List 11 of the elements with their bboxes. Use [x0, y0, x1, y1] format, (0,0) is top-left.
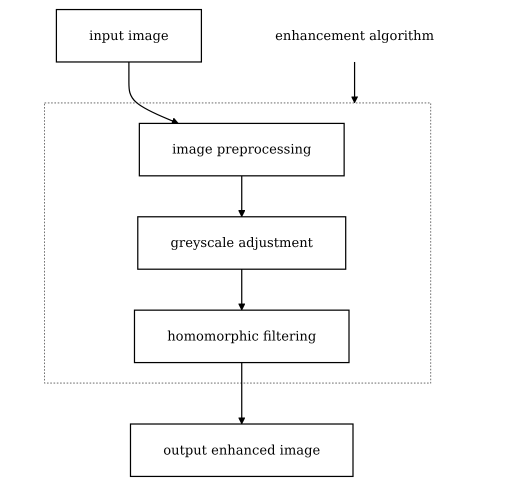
arrow: [238, 269, 246, 310]
process-box: greyscale adjustment: [136, 216, 346, 270]
arrow: [238, 176, 246, 218]
text-label: enhancement algorithm: [274, 28, 434, 44]
arrow: [238, 362, 246, 424]
arrow: [350, 62, 358, 104]
process-box: output enhanced image: [130, 423, 354, 478]
process-box: image preprocessing: [138, 122, 345, 176]
process-box: input image: [56, 8, 202, 63]
arrow: [128, 62, 179, 124]
process-box: homomorphic filtering: [134, 310, 350, 364]
